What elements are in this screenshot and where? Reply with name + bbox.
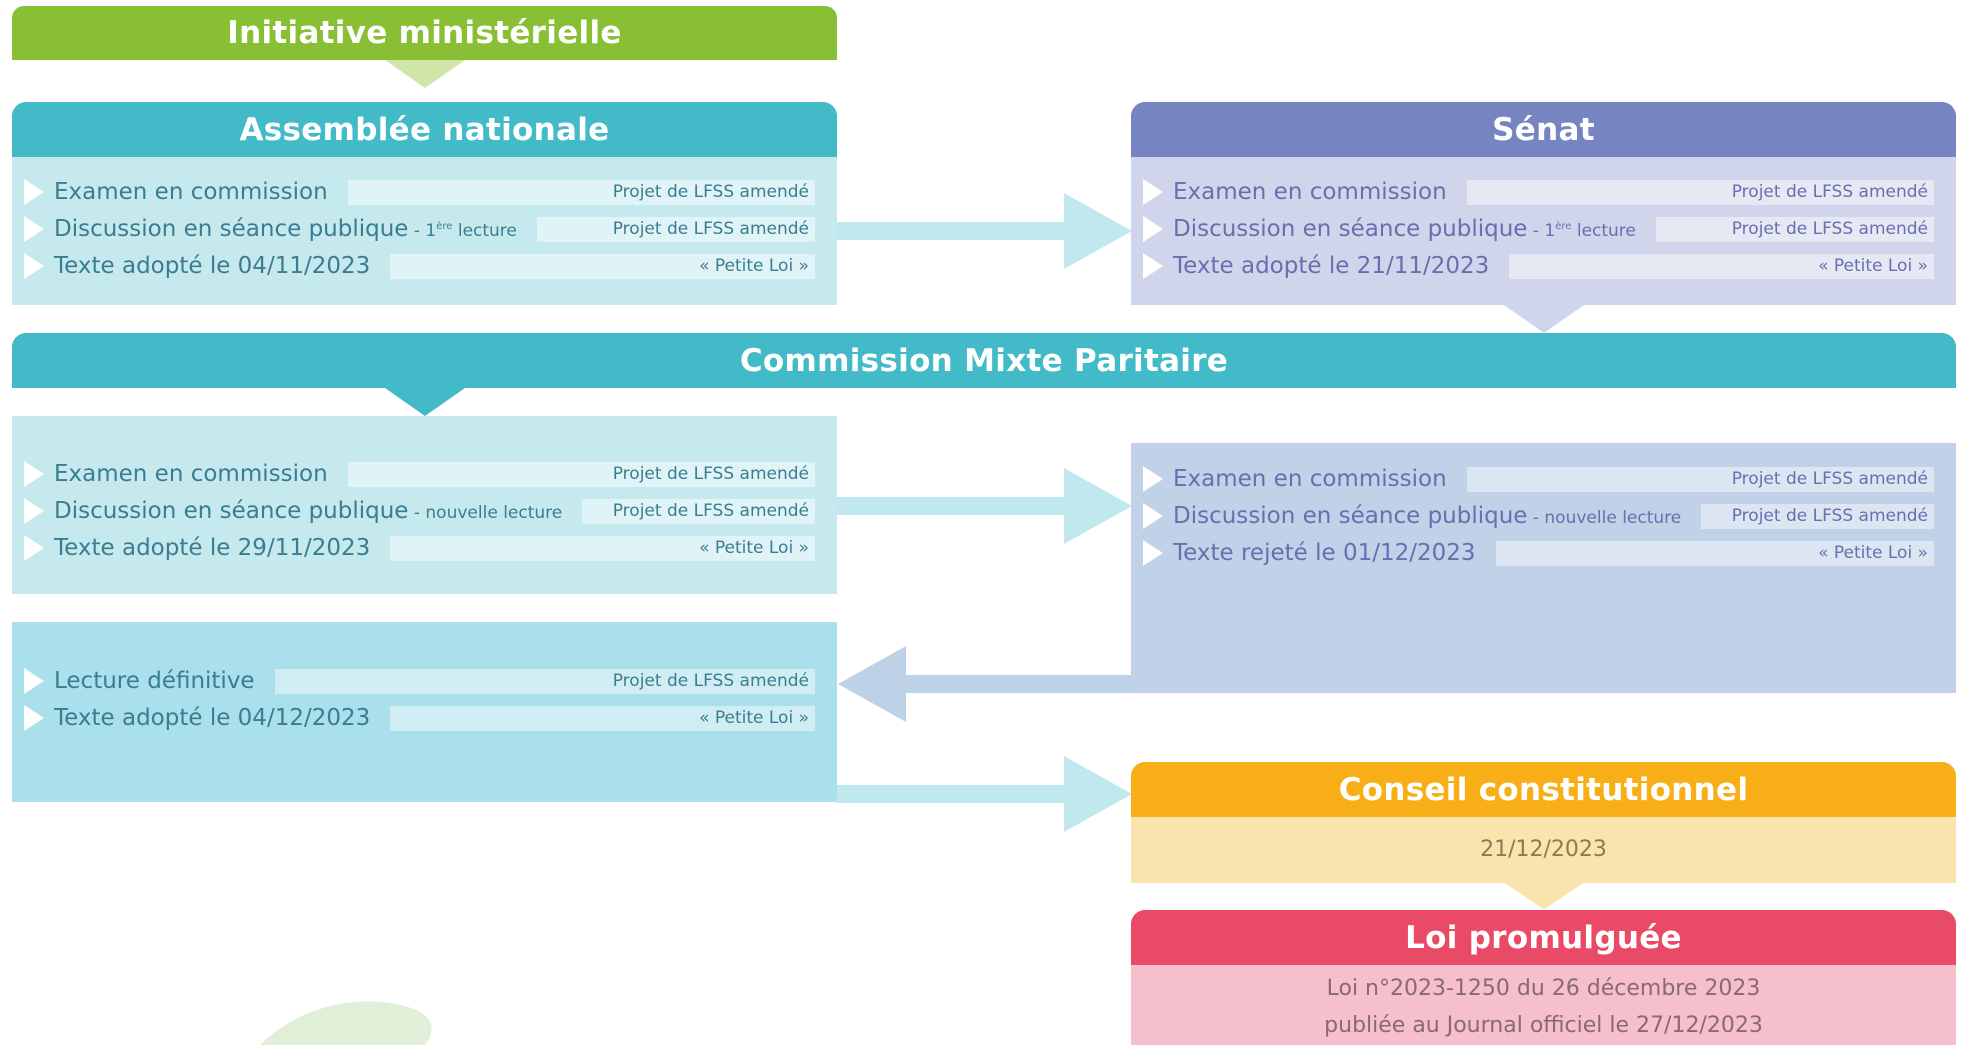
bullet-triangle-icon xyxy=(24,461,44,487)
conseil-down-arrow xyxy=(1504,883,1584,909)
step-label: Discussion en séance publique - nouvelle… xyxy=(54,498,563,524)
assemblee-nouvelle-row-examen: Examen en commission Projet de LFSS amen… xyxy=(12,459,837,489)
senat-row-adopte: Texte adopté le 21/11/2023 « Petite Loi … xyxy=(1131,251,1956,281)
step-label: Examen en commission xyxy=(54,179,328,205)
document-label: Projet de LFSS amendé xyxy=(536,216,815,242)
initiative-title: Initiative ministérielle xyxy=(227,15,622,51)
step-label: Texte rejeté le 01/12/2023 xyxy=(1173,540,1476,566)
document-label: Projet de LFSS amendé xyxy=(582,498,815,524)
senat-panel: Examen en commission Projet de LFSS amen… xyxy=(1131,157,1956,305)
bullet-triangle-icon xyxy=(1143,253,1163,279)
assemblee-panel: Examen en commission Projet de LFSS amen… xyxy=(12,157,837,305)
cmp-header: Commission Mixte Paritaire xyxy=(12,333,1956,388)
step-label: Lecture définitive xyxy=(54,668,255,694)
bullet-triangle-icon xyxy=(24,498,44,524)
document-label: « Petite Loi » xyxy=(390,253,815,279)
arrow-nouvelle-to-senat-head xyxy=(1064,468,1132,544)
assemblee-row-examen: Examen en commission Projet de LFSS amen… xyxy=(12,177,837,207)
bullet-triangle-icon xyxy=(1143,179,1163,205)
initiative-down-arrow xyxy=(385,60,465,88)
assemblee-header: Assemblée nationale xyxy=(12,102,837,157)
document-label: Projet de LFSS amendé xyxy=(274,668,815,694)
step-label: Discussion en séance publique - 1ère lec… xyxy=(54,216,517,242)
loi-title: Loi promulguée xyxy=(1405,919,1682,956)
step-label: Examen en commission xyxy=(1173,466,1447,492)
document-label: « Petite Loi » xyxy=(390,705,815,731)
bullet-triangle-icon xyxy=(1143,466,1163,492)
conseil-panel: 21/12/2023 xyxy=(1131,817,1956,883)
bullet-triangle-icon xyxy=(1143,216,1163,242)
document-label: « Petite Loi » xyxy=(1495,540,1934,566)
initiative-header: Initiative ministérielle xyxy=(12,6,837,60)
senat-row-examen: Examen en commission Projet de LFSS amen… xyxy=(1131,177,1956,207)
senat-nouvelle-row-rejete: Texte rejeté le 01/12/2023 « Petite Loi … xyxy=(1131,538,1956,568)
bullet-triangle-icon xyxy=(24,216,44,242)
arrow-definitive-to-conseil-head xyxy=(1064,756,1132,832)
definitive-row-adopte: Texte adopté le 04/12/2023 « Petite Loi … xyxy=(12,703,837,733)
bullet-triangle-icon xyxy=(24,253,44,279)
loi-line-2: publiée au Journal officiel le 27/12/202… xyxy=(1324,1013,1763,1038)
senat-nouvelle-row-seance: Discussion en séance publique - nouvelle… xyxy=(1131,501,1956,531)
step-label: Examen en commission xyxy=(1173,179,1447,205)
assemblee-nouvelle-row-seance: Discussion en séance publique - nouvelle… xyxy=(12,496,837,526)
document-label: Projet de LFSS amendé xyxy=(1466,179,1934,205)
conseil-date: 21/12/2023 xyxy=(1480,837,1607,862)
document-label: Projet de LFSS amendé xyxy=(347,461,815,487)
cmp-title: Commission Mixte Paritaire xyxy=(739,342,1229,379)
senat-header: Sénat xyxy=(1131,102,1956,157)
bullet-triangle-icon xyxy=(24,668,44,694)
arrow-senat-to-definitive-head xyxy=(838,646,906,722)
step-label: Discussion en séance publique - nouvelle… xyxy=(1173,503,1682,529)
senat-nouvelle-row-examen: Examen en commission Projet de LFSS amen… xyxy=(1131,464,1956,494)
bullet-triangle-icon xyxy=(1143,503,1163,529)
step-label: Discussion en séance publique - 1ère lec… xyxy=(1173,216,1636,242)
senat-title: Sénat xyxy=(1492,111,1595,148)
assemblee-nouvelle-row-adopte: Texte adopté le 29/11/2023 « Petite Loi … xyxy=(12,533,837,563)
conseil-header: Conseil constitutionnel xyxy=(1131,762,1956,817)
step-label: Texte adopté le 04/12/2023 xyxy=(54,705,371,731)
definitive-row-lecture: Lecture définitive Projet de LFSS amendé xyxy=(12,666,837,696)
bullet-triangle-icon xyxy=(24,705,44,731)
bullet-triangle-icon xyxy=(24,179,44,205)
arrow-definitive-to-conseil-shaft xyxy=(837,785,1064,803)
document-label: Projet de LFSS amendé xyxy=(1466,466,1934,492)
senat-row-seance: Discussion en séance publique - 1ère lec… xyxy=(1131,214,1956,244)
cmp-down-arrow xyxy=(385,388,465,416)
conseil-title: Conseil constitutionnel xyxy=(1338,771,1749,808)
assemblee-row-seance: Discussion en séance publique - 1ère lec… xyxy=(12,214,837,244)
document-label: Projet de LFSS amendé xyxy=(1701,503,1934,529)
loi-header: Loi promulguée xyxy=(1131,910,1956,965)
senat-nouvelle-panel: Examen en commission Projet de LFSS amen… xyxy=(1131,443,1956,693)
arrow-nouvelle-to-senat-shaft xyxy=(837,497,1064,515)
assemblee-title: Assemblée nationale xyxy=(239,111,610,148)
leaf-decoration-icon xyxy=(260,1001,432,1045)
step-label: Examen en commission xyxy=(54,461,328,487)
lecture-definitive-panel: Lecture définitive Projet de LFSS amendé… xyxy=(12,622,837,802)
loi-panel: Loi n°2023-1250 du 26 décembre 2023 publ… xyxy=(1131,965,1956,1045)
arrow-senat-to-definitive-shaft xyxy=(906,675,1131,693)
step-label: Texte adopté le 29/11/2023 xyxy=(54,535,371,561)
document-label: Projet de LFSS amendé xyxy=(347,179,815,205)
step-label: Texte adopté le 21/11/2023 xyxy=(1173,253,1490,279)
document-label: Projet de LFSS amendé xyxy=(1655,216,1934,242)
arrow-assemblee-to-senat-head xyxy=(1064,193,1132,269)
loi-line-1: Loi n°2023-1250 du 26 décembre 2023 xyxy=(1326,976,1761,1001)
bullet-triangle-icon xyxy=(1143,540,1163,566)
bullet-triangle-icon xyxy=(24,535,44,561)
document-label: « Petite Loi » xyxy=(390,535,815,561)
assemblee-nouvelle-panel: Examen en commission Projet de LFSS amen… xyxy=(12,416,837,594)
document-label: « Petite Loi » xyxy=(1509,253,1934,279)
step-label: Texte adopté le 04/11/2023 xyxy=(54,253,371,279)
assemblee-row-adopte: Texte adopté le 04/11/2023 « Petite Loi … xyxy=(12,251,837,281)
senat-down-arrow xyxy=(1504,305,1584,333)
arrow-assemblee-to-senat-shaft xyxy=(837,222,1064,240)
